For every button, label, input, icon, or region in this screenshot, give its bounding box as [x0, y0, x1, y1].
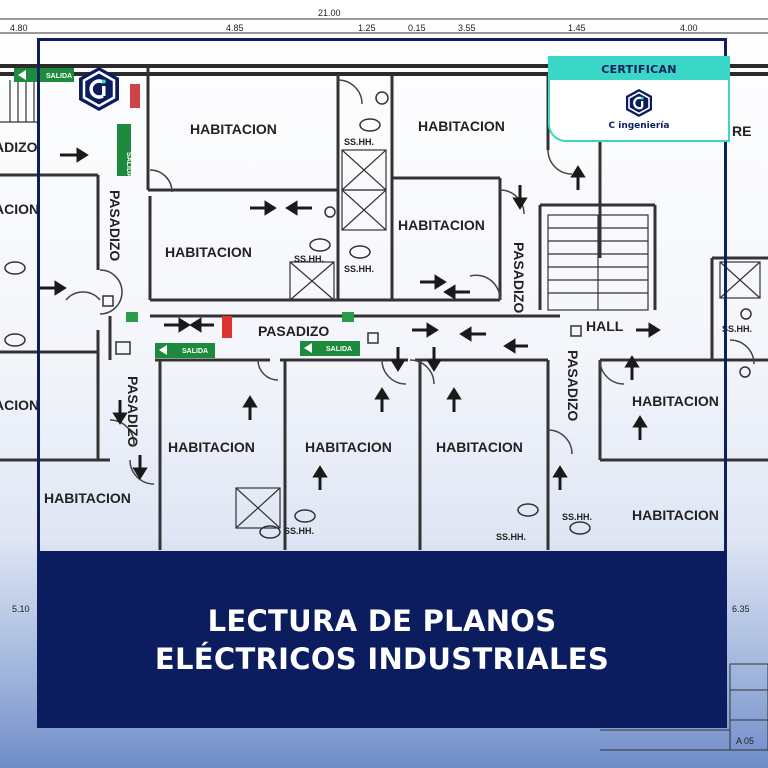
- certifying-company-name: C ingeniería: [608, 121, 670, 131]
- room-label-partial-3: RE: [732, 123, 751, 139]
- room-label-7: HABITACION: [305, 439, 392, 455]
- dimension-3: 1.25: [358, 23, 376, 33]
- corridor-label-lower-left: PASADIZO: [125, 376, 141, 447]
- certification-card: CERTIFICAN C ingeniería: [548, 56, 730, 142]
- bathroom-label-6: SS.HH.: [496, 532, 526, 542]
- dimension-2: 4.85: [226, 23, 244, 33]
- room-label-3: HABITACION: [165, 244, 252, 260]
- certification-heading: CERTIFICAN: [550, 58, 728, 80]
- ci-hexagon-icon: [79, 67, 119, 111]
- bathroom-label-4: SS.HH.: [722, 324, 752, 334]
- title-band: LECTURA DE PLANOS ELÉCTRICOS INDUSTRIALE…: [37, 551, 727, 728]
- title-block: [600, 663, 768, 751]
- exit-sign-1: SALIDA: [14, 68, 74, 82]
- dimension-1: 4.80: [10, 23, 28, 33]
- c-ingenieria-logo-icon: [626, 89, 652, 117]
- exit-sign-2: SALIDA: [155, 343, 215, 358]
- dimension-7: 4.00: [680, 23, 698, 33]
- room-label-2: HABITACION: [418, 118, 505, 134]
- corridor-label-right: PASADIZO: [511, 242, 527, 313]
- bathroom-label-5: SS.HH.: [284, 526, 314, 536]
- corridor-label-lower-right: PASADIZO: [565, 350, 581, 421]
- exit-sign-4: SALIDA: [117, 124, 132, 178]
- svg-text:SALIDA: SALIDA: [46, 73, 72, 80]
- dimension-6: 1.45: [568, 23, 586, 33]
- overall-dimension: 21.00: [318, 8, 341, 18]
- exit-sign-3: SALIDA: [300, 341, 360, 356]
- room-label-4: HABITACION: [398, 217, 485, 233]
- corridor-label-partial: ADIZO: [0, 139, 38, 155]
- alarm-icon: [130, 84, 140, 108]
- room-label-9: HABITACION: [44, 490, 131, 506]
- side-dimension-left: 5.10: [12, 604, 30, 614]
- bathroom-label-1: SS.HH.: [344, 137, 374, 147]
- dimension-4: 0.15: [408, 23, 426, 33]
- room-label-8: HABITACION: [436, 439, 523, 455]
- room-label-partial-1: ACION: [0, 201, 39, 217]
- svg-text:SALIDA: SALIDA: [182, 348, 208, 355]
- side-dimension-right: 6.35: [732, 604, 750, 614]
- bathroom-label-2: SS.HH.: [294, 254, 324, 264]
- room-label-5: HABITACION: [632, 393, 719, 409]
- room-label-1: HABITACION: [190, 121, 277, 137]
- bathroom-label-3: SS.HH.: [344, 264, 374, 274]
- course-title-line-2: ELÉCTRICOS INDUSTRIALES: [154, 641, 610, 676]
- hall-label: HALL: [586, 318, 624, 334]
- svg-text:SALIDA: SALIDA: [326, 346, 352, 353]
- svg-text:SALIDA: SALIDA: [125, 152, 132, 178]
- sheet-code: A 05: [736, 736, 754, 746]
- room-label-10: HABITACION: [632, 507, 719, 523]
- corridor-label-left: PASADIZO: [107, 190, 123, 261]
- emergency-light-icon: [126, 312, 138, 322]
- course-title-line-1: LECTURA DE PLANOS: [207, 603, 557, 638]
- corridor-label-main: PASADIZO: [258, 323, 329, 339]
- room-label-partial-2: ACION: [0, 397, 39, 413]
- fire-extinguisher-icon: [222, 316, 232, 338]
- room-label-6: HABITACION: [168, 439, 255, 455]
- bathroom-label-7: SS.HH.: [562, 512, 592, 522]
- dimension-5: 3.55: [458, 23, 476, 33]
- emergency-light-icon: [342, 312, 354, 322]
